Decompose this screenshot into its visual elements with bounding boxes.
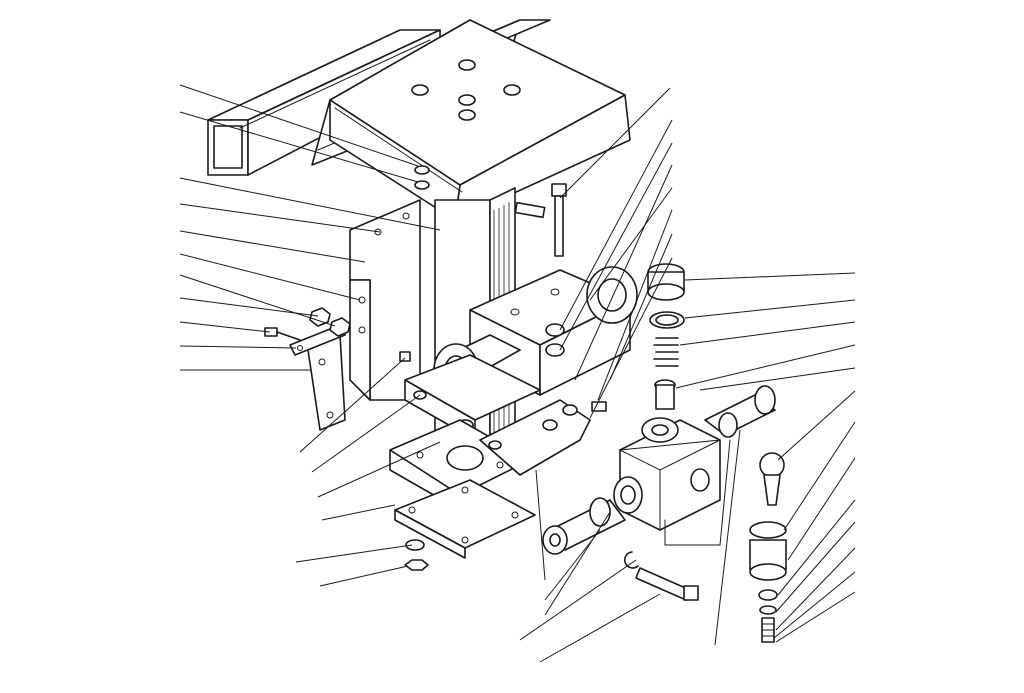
small-bolt-pair <box>399 351 607 412</box>
cam-plate <box>479 399 591 476</box>
leader-lines-bottom <box>519 429 741 663</box>
link-strap <box>289 324 346 356</box>
snap-ring <box>623 551 639 569</box>
pivot-collar-ring <box>586 266 638 324</box>
plate-bolt-head <box>411 59 521 121</box>
threaded-fitting-right <box>704 385 776 438</box>
leader-lines-top-right <box>559 87 673 419</box>
union-nut <box>749 521 787 581</box>
bottom-long-bolt <box>635 567 699 601</box>
sealing-washer <box>758 589 778 615</box>
lever-plate <box>307 334 346 431</box>
internal-passage <box>664 439 731 546</box>
nut-pair <box>309 307 351 337</box>
valve-body <box>613 417 721 531</box>
check-ball-plug <box>759 452 785 506</box>
valve-spring <box>653 337 679 367</box>
side-bracket <box>349 199 421 401</box>
threaded-fitting-left <box>542 497 626 555</box>
valve-piston <box>654 379 676 410</box>
long-bolt <box>551 183 567 257</box>
pin <box>514 201 546 219</box>
base-washer <box>404 539 429 571</box>
base-plate <box>394 479 536 559</box>
leader-lines-left <box>179 84 441 587</box>
small-bolt <box>264 327 301 341</box>
leader-lines-right <box>675 272 856 643</box>
drain-screw <box>761 617 775 643</box>
top-mounting-plate <box>329 19 631 221</box>
o-ring <box>649 311 685 329</box>
